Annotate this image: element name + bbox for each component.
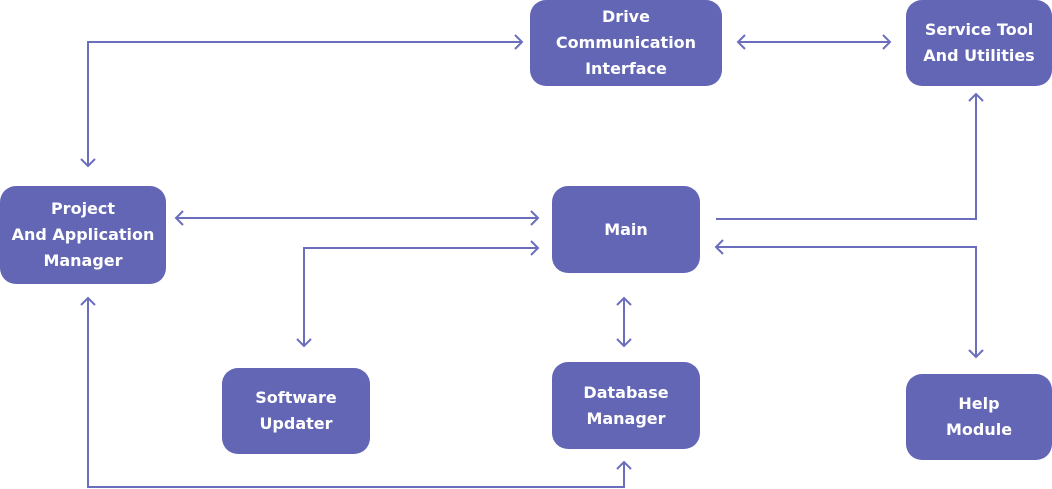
arrowhead <box>530 210 540 226</box>
drive-communication-interface-node[interactable]: Drive Communication Interface <box>530 0 722 86</box>
service-tool-and-utilities-node[interactable]: Service Tool And Utilities <box>906 0 1052 86</box>
connector-project-main <box>174 210 540 226</box>
project-and-application-manager-node[interactable]: Project And Application Manager <box>0 186 166 284</box>
help-module-node[interactable]: Help Module <box>906 374 1052 460</box>
arrowhead <box>714 239 724 255</box>
connector-drive-service <box>736 34 892 50</box>
arrowhead <box>616 338 632 348</box>
arrowhead <box>968 92 984 102</box>
arrowhead <box>514 34 524 50</box>
arrowhead <box>296 338 312 348</box>
arrowhead <box>174 210 184 226</box>
arrowhead <box>616 460 632 470</box>
main-node[interactable]: Main <box>552 186 700 273</box>
connector-project-db <box>80 296 632 488</box>
software-updater-node[interactable]: Software Updater <box>222 368 370 454</box>
arrowhead <box>80 158 96 168</box>
database-manager-node[interactable]: Database Manager <box>552 362 700 449</box>
connector-main-service <box>716 92 984 220</box>
arrowhead <box>530 240 540 256</box>
arrowhead <box>882 34 892 50</box>
arrowhead <box>80 296 96 306</box>
arrowhead <box>736 34 746 50</box>
connectors <box>80 34 984 488</box>
connector-main-db <box>616 296 632 348</box>
connector-main-help <box>714 239 984 359</box>
arrowhead <box>616 296 632 306</box>
connector-project-drive <box>80 34 524 168</box>
arrowhead <box>968 349 984 359</box>
connector-main-updater <box>296 240 540 348</box>
